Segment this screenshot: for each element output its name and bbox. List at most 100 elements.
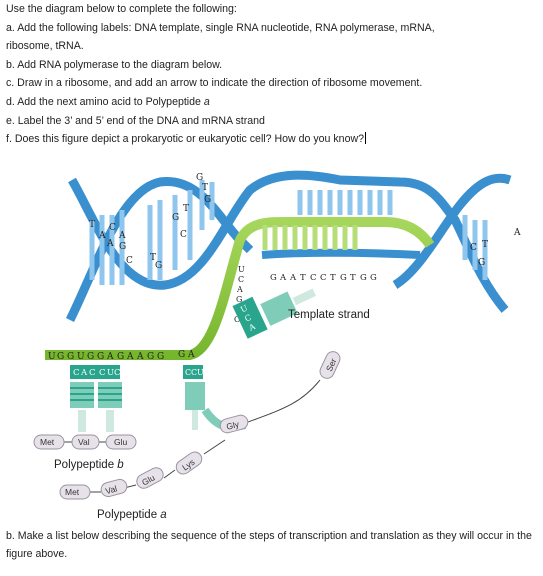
mrna-diag-6: C xyxy=(234,315,240,324)
template-base-1: G xyxy=(270,273,277,283)
template-strand-letters: G A A T C C T G T G G xyxy=(270,273,377,283)
dna-double-helix: T A C G A T G A G C T C T G G A C T G xyxy=(65,170,521,323)
question-e: e. Label the 3’ and 5’ end of the DNA an… xyxy=(6,114,265,127)
trna-diagonal-stem xyxy=(292,288,316,306)
amino-val-a xyxy=(100,478,128,498)
polypeptide-a-prefix: Polypeptide xyxy=(97,509,160,521)
amino-val-b xyxy=(71,434,100,450)
dna-template-strand xyxy=(261,248,421,259)
trna-diagonal: U C A xyxy=(232,288,316,339)
mrna-base-6: G xyxy=(97,352,104,362)
dna-strand-right xyxy=(392,173,512,289)
polypeptide-b-label: Polypeptide b xyxy=(54,459,124,471)
template-strand-label: Template strand xyxy=(288,309,370,321)
polypeptide-b-prefix: Polypeptide xyxy=(54,459,117,471)
mrna-codon-letters: U G G U G G A G A A G G G A xyxy=(48,350,195,362)
trna-middle-stem xyxy=(192,410,198,430)
anticodon-4-1: U xyxy=(239,303,249,314)
amino-met-a xyxy=(59,484,91,500)
rna-nucleotide-rungs xyxy=(262,225,358,250)
dna-strand-bottom xyxy=(68,170,509,313)
mrna-base-3: G xyxy=(67,352,74,362)
template-base-5: C xyxy=(310,273,317,283)
mrna-base-9: A xyxy=(126,352,134,362)
dna-right-bottom-1: C xyxy=(470,243,477,253)
mrna-base-14: A xyxy=(187,350,195,360)
template-base-8: G xyxy=(340,273,347,283)
dna-base-pairs-left xyxy=(89,180,215,285)
amino-gly-label: Gly xyxy=(225,419,241,432)
amino-acids: Met Val Glu Met Val Glu Lys Gly Ser xyxy=(33,351,341,500)
trna-left-stem-2 xyxy=(106,410,114,432)
dna-left-bottom-1: A xyxy=(106,239,114,249)
dna-left-bottom-7: G xyxy=(204,195,211,205)
trna-middle-anticodons: C C U xyxy=(185,368,204,377)
template-base-6: C xyxy=(320,273,327,283)
dna-left-top-5: A xyxy=(118,231,126,241)
mrna-base-11: G xyxy=(147,352,154,362)
dna-right-bottom-3: G xyxy=(478,258,485,268)
mrna-base-8: G xyxy=(117,352,124,362)
template-base-4: T xyxy=(300,273,306,283)
dna-right-bottom-2: T xyxy=(482,240,488,250)
anticodon-2-2: U xyxy=(107,368,114,378)
anticodon-4-3: A xyxy=(247,322,257,333)
anticodon-1-1: C xyxy=(73,368,80,378)
dna-letters-right: A C T G xyxy=(470,228,521,268)
dna-left-bottom-5: C xyxy=(126,256,133,266)
transcription-translation-diagram: T A C G A T G A G C T C T G G A C T G xyxy=(33,170,521,521)
question-f[interactable]: f. Does this figure depict a prokaryotic… xyxy=(6,130,538,149)
mrna-base-13: G xyxy=(178,350,185,360)
amino-met-a-label: Met xyxy=(65,487,80,497)
mrna-base-10: A xyxy=(136,352,144,362)
anticodon-1-2: A xyxy=(80,368,88,378)
question-d: d. Add the next amino acid to Polypeptid… xyxy=(6,93,538,112)
mrna-base-7: A xyxy=(106,352,114,362)
dna-left-bottom-2: G xyxy=(172,213,179,223)
template-base-11: G xyxy=(370,273,377,283)
text-cursor xyxy=(365,132,367,145)
question-d-variable: a xyxy=(203,95,210,108)
amino-gly xyxy=(219,414,249,434)
dna-left-bottom-8: G xyxy=(155,261,162,271)
trna-left: C A C C U C xyxy=(70,365,122,432)
anticodon-4-2: C xyxy=(243,313,252,324)
dna-left-bottom-4: T xyxy=(150,253,156,263)
polypeptide-b-variable: b xyxy=(117,459,124,471)
question-f-text: f. Does this figure depict a prokaryotic… xyxy=(6,133,365,146)
question-a-line1: a. Add the following labels: DNA templat… xyxy=(6,21,435,34)
trna-left-anticodons: C A C C U C xyxy=(73,368,121,378)
template-base-3: A xyxy=(289,273,297,283)
dna-right-top-1: A xyxy=(513,228,521,238)
mrna-diag-2: C xyxy=(238,275,244,284)
amino-glu-b-label: Glu xyxy=(114,437,128,447)
dna-left-top-1: T xyxy=(89,220,95,230)
trna-left-stripes xyxy=(70,387,122,401)
template-base-10: G xyxy=(360,273,367,283)
trna-middle-anticodon-box xyxy=(183,365,203,379)
question-d-text: d. Add the next amino acid to Polypeptid… xyxy=(6,95,204,108)
intro-text: Use the diagram below to complete the fo… xyxy=(6,3,237,15)
mrna-diag-3: A xyxy=(236,285,243,294)
amino-val-b-label: Val xyxy=(78,437,90,447)
amino-ser xyxy=(319,351,341,379)
dna-base-pairs-right xyxy=(297,190,488,280)
trna-diagonal-anticodon-box xyxy=(232,296,268,339)
anticodon-3-3: U xyxy=(197,368,204,377)
anticodon-2-1: C xyxy=(99,368,106,378)
anticodon-1-3: C xyxy=(89,368,96,378)
dna-letters-left: T A C G A T G A G C T C T G G xyxy=(89,173,211,271)
amino-glu-a xyxy=(136,467,164,489)
mrna-diag-4: G xyxy=(236,295,242,304)
trna-middle-body xyxy=(185,382,205,410)
worksheet: Use the diagram below to complete the fo… xyxy=(6,0,538,149)
question-b: b. Add RNA polymerase to the diagram bel… xyxy=(6,58,223,71)
dna-left-top-7: G xyxy=(196,173,203,183)
question-c: c. Draw in a ribosome, and add an arrow … xyxy=(6,77,423,90)
dna-left-top-6: T xyxy=(183,204,189,214)
template-base-2: A xyxy=(279,273,287,283)
dna-left-top-3: C xyxy=(109,223,116,233)
trna-diagonal-body xyxy=(260,291,298,326)
anticodon-2-3: C xyxy=(114,368,121,378)
mrna-base-4: U xyxy=(77,352,85,362)
